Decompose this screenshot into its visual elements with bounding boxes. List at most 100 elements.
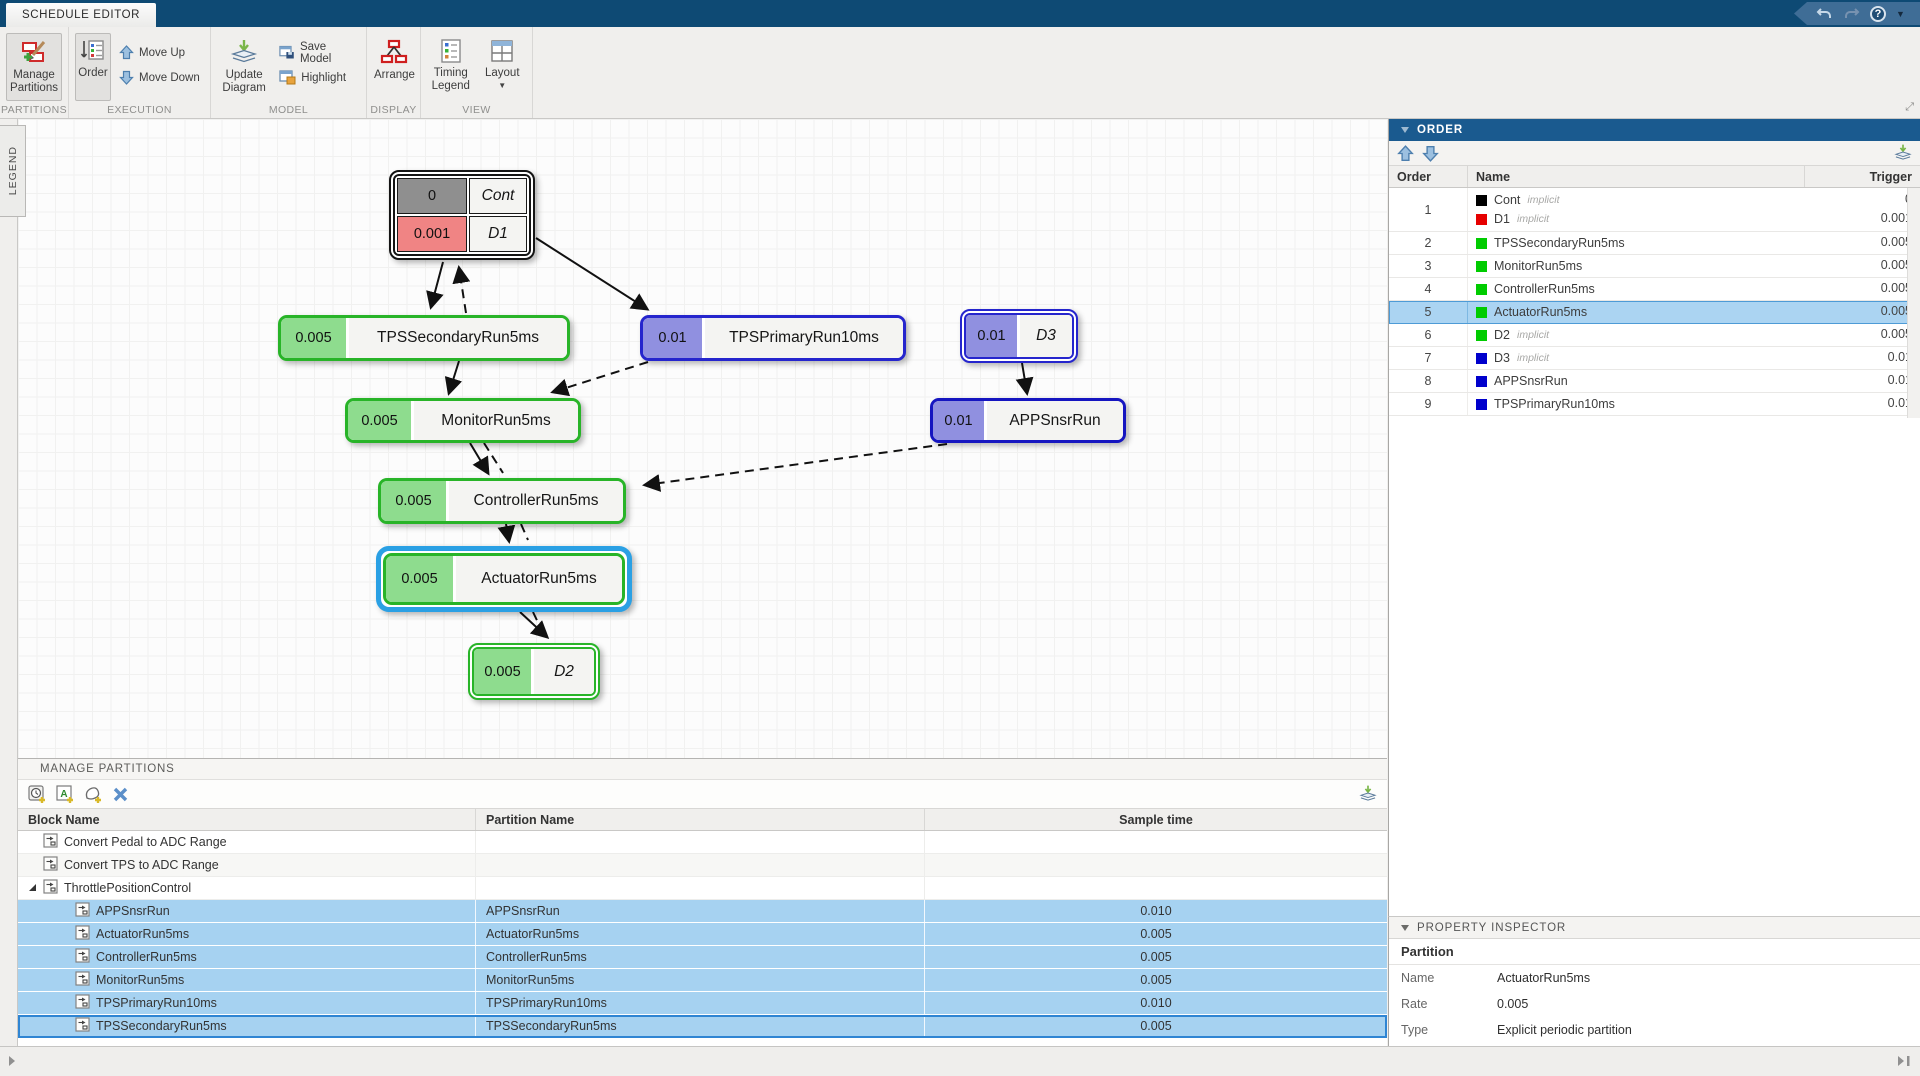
partition-name: ActuatorRun5ms	[1494, 305, 1588, 319]
partition-name: Cont	[1494, 193, 1521, 207]
manage-col-sample-time[interactable]: Sample time	[1119, 812, 1193, 827]
partition-color-swatch	[1476, 398, 1487, 410]
arrange-button[interactable]: Arrange	[373, 33, 416, 101]
add-periodic-partition-icon[interactable]	[28, 784, 47, 804]
order-button[interactable]: Order	[75, 33, 111, 101]
diagram-edge	[426, 261, 444, 310]
delete-partition-icon[interactable]	[112, 786, 129, 803]
save-model-button[interactable]: Save Model	[275, 41, 360, 65]
partition-color-swatch	[1476, 194, 1487, 206]
partition-row[interactable]: Convert Pedal to ADC Range	[18, 831, 1387, 854]
order-row-trigger-cell: 00.001	[1818, 188, 1920, 231]
implicit-tag: implicit	[1516, 352, 1550, 364]
order-col-trigger[interactable]: Trigger	[1869, 169, 1912, 184]
add-aperiodic-partition-icon[interactable]: A	[56, 784, 75, 804]
order-scrollbar-gutter[interactable]	[1907, 188, 1920, 418]
block-name-text: ActuatorRun5ms	[96, 927, 190, 941]
partition-row[interactable]: ThrottlePositionControl	[18, 877, 1387, 900]
layout-icon	[491, 40, 513, 62]
export-partitions-icon[interactable]	[1359, 785, 1377, 803]
node-name-cell: Cont	[469, 178, 527, 214]
manage-partitions-button[interactable]: Manage Partitions	[6, 33, 62, 101]
sample-time-text: 0.005	[1140, 950, 1172, 964]
qat-dropdown-icon[interactable]: ▼	[1896, 8, 1905, 19]
block-name-cell: TPSPrimaryRun10ms	[18, 992, 476, 1014]
implicit-tag: implicit	[1516, 213, 1550, 225]
order-col-order[interactable]: Order	[1389, 166, 1468, 187]
collapse-inspector-icon[interactable]	[1401, 924, 1409, 931]
property-inspector-header[interactable]: PROPERTY INSPECTOR	[1389, 917, 1920, 939]
redo-icon[interactable]	[1843, 6, 1860, 21]
move-up-label: Move Up	[139, 46, 186, 59]
block-name-text: ThrottlePositionControl	[64, 881, 192, 895]
order-panel-header[interactable]: ORDER	[1389, 119, 1920, 141]
move-down-button[interactable]: Move Down	[115, 68, 204, 87]
order-row[interactable]: 1ContimplicitD1implicit00.001	[1389, 188, 1920, 232]
layout-button[interactable]: Layout ▼	[479, 33, 527, 101]
manage-col-partition-name[interactable]: Partition Name	[476, 809, 925, 830]
timing-legend-button[interactable]: Timing Legend	[427, 33, 475, 101]
partition-color-swatch	[1476, 260, 1487, 272]
add-partition-icon[interactable]	[84, 785, 103, 804]
expand-left-panel-icon[interactable]	[6, 1055, 18, 1067]
order-move-up-icon[interactable]	[1397, 144, 1414, 162]
update-diagram-icon	[230, 40, 258, 63]
update-diagram-button[interactable]: Update Diagram	[217, 33, 271, 101]
order-row-number: 6	[1389, 324, 1468, 346]
tree-expanded-icon[interactable]	[28, 881, 37, 895]
ribbon-collapse-icon[interactable]: ⤢	[1905, 101, 1914, 113]
undo-icon[interactable]	[1816, 6, 1833, 21]
order-move-down-icon[interactable]	[1422, 145, 1439, 162]
order-row-number: 8	[1389, 370, 1468, 392]
ribbon-group-display: Arrange DISPLAY	[367, 27, 421, 118]
partition-color-swatch	[1476, 329, 1487, 341]
order-toolbar	[1389, 141, 1920, 166]
partition-row[interactable]: Convert TPS to ADC Range	[18, 854, 1387, 877]
manage-col-block-name[interactable]: Block Name	[18, 809, 476, 830]
help-icon[interactable]: ?	[1870, 5, 1886, 22]
trigger-value: 0.005	[1880, 234, 1912, 249]
partition-name-cell: ActuatorRun5ms	[476, 923, 925, 945]
expand-right-panel-icon[interactable]	[1896, 1055, 1912, 1067]
move-up-button[interactable]: Move Up	[115, 43, 204, 62]
order-col-name[interactable]: Name	[1468, 166, 1805, 187]
svg-text:A: A	[60, 789, 67, 800]
legend-tab[interactable]: LEGEND	[0, 125, 26, 217]
tab-schedule-editor[interactable]: SCHEDULE EDITOR	[6, 3, 157, 27]
sample-time-cell: 0.005	[925, 923, 1387, 945]
block-name-cell: MonitorRun5ms	[18, 969, 476, 991]
export-order-icon[interactable]	[1894, 144, 1912, 162]
highlight-button[interactable]: Highlight	[275, 68, 360, 87]
sample-time-text: 0.010	[1140, 904, 1172, 918]
collapse-panel-icon[interactable]	[1401, 127, 1409, 133]
